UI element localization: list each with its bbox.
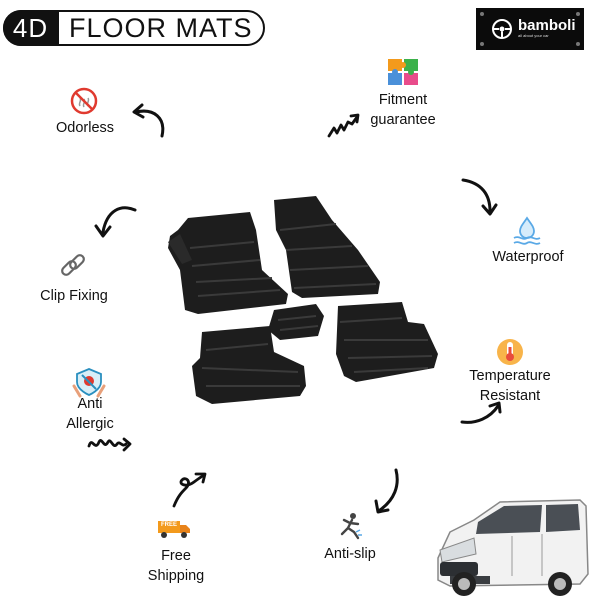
feature-anti-allergic-line2: Allergic: [66, 416, 114, 432]
product-badge: 4D: [2, 10, 59, 46]
brand-logo: bamboli all about your car: [476, 8, 584, 50]
logo-brand-name: bamboli: [518, 17, 576, 34]
slipping-person-icon: [340, 513, 362, 540]
curved-arrow-icon: [132, 103, 165, 138]
curved-arrow-icon: [461, 178, 498, 216]
no-odor-icon: [70, 87, 98, 115]
anti-allergy-icon: [72, 368, 106, 398]
feature-anti-allergic-line1: Anti: [77, 396, 103, 412]
product-title: FLOOR MATS: [68, 12, 253, 43]
steering-wheel-icon: [492, 19, 512, 39]
feature-free-shipping-line2: Shipping: [147, 568, 205, 584]
chain-link-icon: [61, 254, 85, 276]
feature-fitment: Fitment guarantee: [358, 90, 448, 130]
feature-free-shipping: Free Shipping: [126, 546, 226, 586]
feature-odorless: Odorless: [55, 120, 115, 136]
squiggle-arrow-icon: [327, 113, 360, 138]
feature-temperature-line2: Resistant: [479, 388, 541, 404]
feature-fitment-line1: Fitment: [378, 92, 428, 108]
feature-temperature-line1: Temperature: [469, 368, 551, 384]
feature-waterproof: Waterproof: [492, 249, 564, 265]
thermometer-icon: [497, 339, 523, 365]
water-drop-icon: [513, 216, 541, 245]
feature-anti-allergic: Anti Allergic: [40, 394, 140, 434]
van-image: [437, 499, 589, 596]
loop-arrow-icon: [172, 472, 207, 508]
free-badge-label: FREE: [160, 522, 177, 528]
delivery-truck-icon: FREE: [157, 519, 191, 539]
curved-arrow-icon: [460, 401, 502, 424]
feature-free-shipping-line1: Free: [161, 548, 191, 564]
floor-mats-image: [168, 196, 438, 404]
squiggle-arrow-icon: [87, 437, 132, 452]
logo-tagline: all about your car: [518, 33, 549, 38]
feature-fitment-line2: guarantee: [370, 112, 436, 128]
puzzle-icon: [388, 59, 418, 85]
product-title-pill: 4D FLOOR MATS: [2, 10, 265, 46]
feature-clip-fixing: Clip Fixing: [40, 288, 108, 304]
logo-rivet: [576, 42, 580, 46]
feature-temperature: Temperature Resistant: [456, 366, 564, 406]
logo-rivet: [480, 12, 484, 16]
curved-arrow-icon: [374, 468, 399, 514]
logo-rivet: [480, 42, 484, 46]
logo-rivet: [576, 12, 580, 16]
feature-anti-slip: Anti-slip: [324, 546, 376, 562]
curved-arrow-icon: [94, 206, 137, 238]
